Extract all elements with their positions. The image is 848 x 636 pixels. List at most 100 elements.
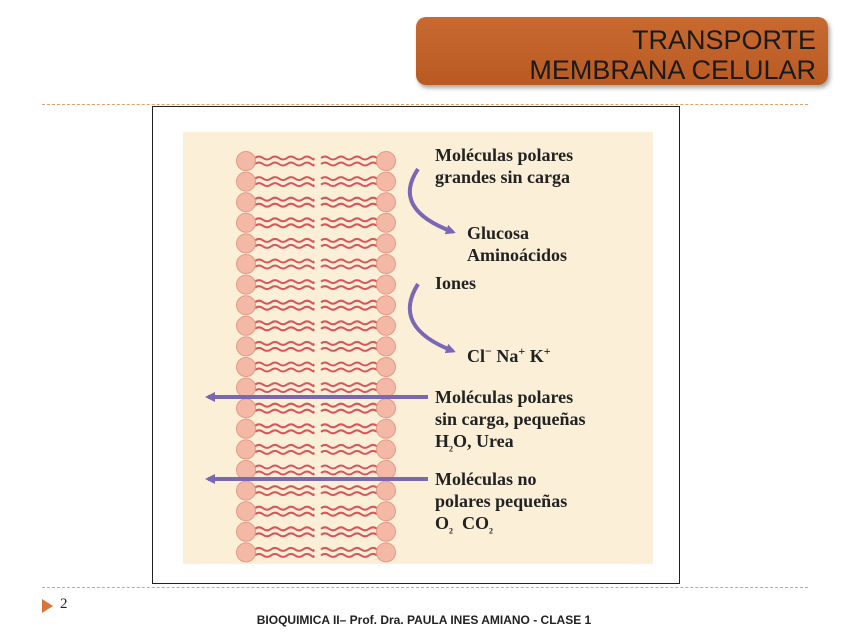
lipid-tail <box>320 340 378 346</box>
lipid-head <box>376 460 396 480</box>
lipid-head <box>376 315 396 336</box>
lipid-tail <box>320 464 378 470</box>
water-rest: O, Urea <box>453 431 514 451</box>
lipid-tail <box>320 176 378 182</box>
lipid-head <box>236 377 256 398</box>
ion-na: Na <box>496 346 519 366</box>
lipid-tail <box>320 346 378 352</box>
lipid-head <box>236 274 256 295</box>
lipid-head <box>236 192 256 213</box>
lipid-head <box>236 212 256 233</box>
lipid-head <box>376 336 396 357</box>
lipid-tail <box>254 449 315 455</box>
lipid-head <box>236 521 256 542</box>
lipid-tail <box>254 443 315 449</box>
lipid-head <box>376 254 396 274</box>
lipid-head <box>376 357 396 377</box>
lipid-tail <box>320 485 378 491</box>
lipid-head <box>376 151 396 171</box>
lipid-tail <box>320 402 378 408</box>
lipid-tail <box>320 546 378 552</box>
lipid-tail <box>320 449 378 455</box>
title-line-1: TRANSPORTE <box>631 25 816 55</box>
lipid-tail <box>254 532 315 538</box>
lipid-tail <box>320 264 378 270</box>
lipid-tail <box>320 361 378 367</box>
co2-co: CO <box>462 513 490 533</box>
lipid-head <box>376 377 396 398</box>
lipid-head <box>376 192 396 213</box>
lipid-tail <box>254 299 315 305</box>
ion-k: K <box>529 346 544 366</box>
lipid-tail <box>254 511 315 517</box>
top-divider <box>42 104 808 105</box>
lipid-tail <box>254 408 315 414</box>
lipid-tail <box>254 429 315 435</box>
lipid-tail <box>320 505 378 511</box>
lipid-tail <box>254 423 315 429</box>
lipid-tail <box>254 526 315 532</box>
co2-sub: 2 <box>489 526 494 536</box>
lipid-tail <box>254 279 315 285</box>
lipid-tail <box>254 388 315 394</box>
lipid-tail <box>320 299 378 305</box>
lipid-tail <box>254 176 315 182</box>
lipid-tail <box>320 285 378 291</box>
lipid-head <box>376 398 396 419</box>
lipid-tail <box>320 408 378 414</box>
lipid-head <box>236 233 256 254</box>
footer-text: BIOQUIMICA II– Prof. Dra. PAULA INES AMI… <box>256 613 592 627</box>
lipid-tail <box>320 155 378 161</box>
lipid-tail <box>320 532 378 538</box>
label-ions: Iones <box>435 273 477 293</box>
lipid-head <box>376 295 396 316</box>
lipid-tail <box>254 320 315 326</box>
lipid-tail <box>254 155 315 161</box>
lipid-tail <box>320 423 378 429</box>
lipid-head <box>236 398 256 419</box>
lipid-head <box>236 171 256 192</box>
lipid-tail <box>254 217 315 223</box>
lipid-tail <box>254 243 315 249</box>
lipid-tail <box>320 388 378 394</box>
lipid-head <box>376 274 396 295</box>
lipid-head <box>236 295 256 316</box>
label-nonpolar-2: polares pequeñas <box>435 491 568 511</box>
lipid-tail <box>254 202 315 208</box>
lipid-head <box>376 480 396 501</box>
arrow-ions <box>407 282 456 354</box>
lipid-tail <box>254 305 315 311</box>
label-polar-small-2: sin carga, pequeñas <box>435 409 586 429</box>
lipid-head <box>236 542 256 563</box>
bullet-triangle-icon <box>42 599 53 613</box>
lipid-tail <box>320 326 378 332</box>
ion-cl-charge: − <box>485 344 492 358</box>
lipid-head <box>236 501 256 522</box>
lipid-head <box>236 254 256 274</box>
lipid-tail <box>254 367 315 373</box>
lipid-tail <box>254 361 315 367</box>
lipid-head <box>236 460 256 480</box>
bottom-divider <box>42 587 808 588</box>
lipid-tail <box>254 258 315 264</box>
lipid-head <box>236 480 256 501</box>
lipid-head <box>236 418 256 439</box>
label-glucose: Glucosa <box>467 223 530 243</box>
ion-k-charge: + <box>543 344 551 358</box>
label-polar-large-2: grandes sin carga <box>435 167 570 187</box>
lipid-head <box>376 212 396 233</box>
o2-o: O <box>435 513 450 533</box>
lipid-tail <box>320 182 378 188</box>
lipid-tail <box>320 429 378 435</box>
lipid-tail <box>320 279 378 285</box>
lipid-head <box>236 336 256 357</box>
lipid-tail <box>320 196 378 202</box>
lipid-head <box>376 501 396 522</box>
membrane-diagram <box>183 132 653 564</box>
lipid-tail <box>320 305 378 311</box>
lipid-tail <box>254 552 315 558</box>
lipid-tail <box>254 237 315 243</box>
lipid-head <box>376 542 396 563</box>
lipid-tail <box>254 485 315 491</box>
lipid-head <box>376 521 396 542</box>
